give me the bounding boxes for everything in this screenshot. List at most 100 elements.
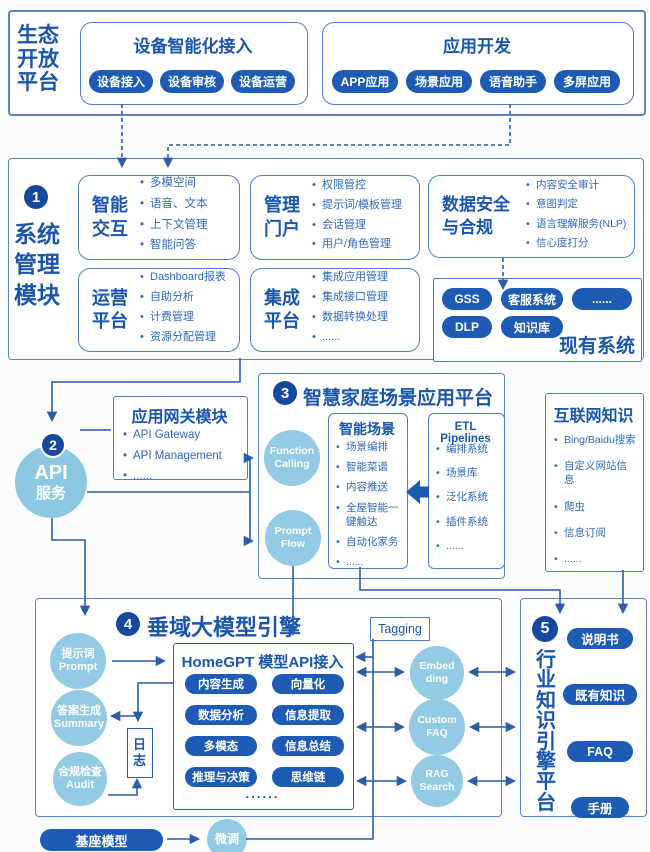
security-list: 内容安全审计 意图判定 语言理解服务(NLP) 信心度打分: [525, 178, 626, 255]
list-item: ......: [122, 469, 222, 485]
node-pill: 设备审核: [160, 70, 224, 93]
list-item: 泛化系统: [435, 490, 499, 504]
section5-number: 5: [532, 616, 558, 642]
list-item: 信心度打分: [525, 236, 626, 250]
audit-circle: 合规检查 Audit: [53, 752, 107, 806]
list-item: 计费管理: [139, 310, 226, 325]
list-item: 提示词/模板管理: [311, 198, 402, 213]
node-pill: APP应用: [332, 70, 398, 93]
node-pill: 多屏应用: [554, 70, 620, 93]
existing-row1: GSS 客服系统 ......: [442, 288, 632, 310]
list-item: 插件系统: [435, 515, 499, 529]
list-item: 爬虫: [553, 500, 637, 514]
tagging-label: Tagging: [378, 622, 422, 636]
node-pill: 既有知识: [563, 684, 637, 705]
api-service-line1: API: [34, 462, 68, 484]
node-pill: 信息提取: [272, 705, 344, 725]
existing-row2: DLP 知识库: [442, 316, 563, 338]
homegpt-title: HomeGPT 模型API接入: [181, 654, 344, 671]
list-item: 集成应用管理: [311, 270, 388, 285]
node-pill: 数据分析: [185, 705, 257, 725]
section4-title: 垂域大模型引擎: [147, 615, 302, 640]
node-pill: 说明书: [567, 628, 633, 649]
list-item: ......: [311, 330, 388, 345]
node-pill: 内容生成: [185, 674, 257, 694]
portal-box: 管理门户 权限管控 提示词/模板管理 会话管理 用户/角色管理: [250, 175, 420, 260]
integration-box: 集成平台 集成应用管理 集成接口管理 数据转换处理 ......: [250, 268, 420, 352]
list-item: 用户/角色管理: [311, 237, 402, 252]
node-pill: 手册: [571, 797, 629, 818]
ops-label: 运营平台: [92, 287, 128, 331]
interaction-label: 智能交互: [92, 195, 128, 239]
section3-number: 3: [273, 381, 297, 405]
finetune-circle: 微调: [207, 819, 247, 852]
node-pill: 场景应用: [406, 70, 472, 93]
list-item: API Gateway: [122, 428, 222, 444]
section3-title: 智慧家庭场景应用平台: [303, 388, 494, 409]
gateway-list: API Gateway API Management ......: [122, 428, 222, 490]
log-box: 日志: [127, 728, 153, 778]
node-pill: 推理与决策: [185, 767, 257, 787]
section4-number: 4: [116, 612, 140, 636]
node-pill: 设备运营: [231, 70, 295, 93]
node-pill: 设备接入: [89, 70, 153, 93]
circle-line: Function: [269, 445, 315, 458]
node-pill: 向量化: [272, 674, 344, 694]
list-item: 资源分配管理: [139, 330, 226, 345]
base-model-pill: 基座模型: [40, 829, 163, 851]
tagging-box: Tagging: [370, 617, 430, 641]
log-label: 日志: [133, 736, 147, 768]
function-calling-circle: Function Calling: [264, 430, 320, 486]
existing-systems-label: 现有系统: [558, 336, 635, 357]
api-service-circle: API 服务: [15, 446, 87, 518]
list-item: 智能问答: [139, 238, 208, 254]
circle-line: Search: [419, 781, 455, 793]
smart-scene-list: 场景编排 智能菜谱 内容推送 全屋智能一键触达 自动化家务 ......: [335, 440, 401, 574]
homegpt-pill-grid: 内容生成 向量化 数据分析 信息提取 多模态 信息总结 推理与决策 思维链: [185, 674, 344, 787]
custom-faq-circle: Custom FAQ: [409, 699, 465, 755]
list-item: 智能菜谱: [335, 460, 401, 474]
node-pill: ......: [572, 288, 632, 310]
rag-search-circle: RAG Search: [411, 755, 463, 807]
circle-line: 合规检查: [58, 765, 102, 778]
node-pill: FAQ: [567, 741, 633, 762]
list-item: 自定义网站信息: [553, 459, 637, 487]
list-item: ......: [553, 552, 637, 566]
section1-title: 系统管理模块: [14, 221, 60, 308]
circle-line: Audit: [65, 779, 95, 791]
device-pill-row: 设备接入 设备审核 设备运营: [89, 70, 295, 93]
app-pill-row: APP应用 场景应用 语音助手 多屏应用: [332, 70, 620, 93]
list-item: 语言理解服务(NLP): [525, 217, 626, 231]
node-pill: 思维链: [272, 767, 344, 787]
portal-label: 管理门户: [264, 195, 300, 239]
app-dev-title: 应用开发: [443, 37, 511, 56]
existing-systems-box: GSS 客服系统 ...... DLP 知识库 现有系统: [433, 278, 642, 362]
interaction-box: 智能交互 多模空间 语音、文本 上下文管理 智能问答: [78, 175, 240, 260]
circle-line: 微调: [214, 831, 239, 846]
internet-list: Bing/Baidu搜索 自定义网站信息 爬虫 信息订阅 ......: [553, 433, 637, 571]
list-item: 内容推送: [335, 480, 401, 494]
list-item: ......: [435, 539, 499, 553]
node-pill: 客服系统: [501, 288, 563, 310]
circle-line: Custom: [417, 714, 457, 727]
list-item: 场景库: [435, 466, 499, 480]
prompt-flow-circle: Prompt Flow: [265, 510, 321, 566]
list-item: 信息订阅: [553, 526, 637, 540]
circle-line: 提示词: [61, 647, 95, 660]
circle-line: FAQ: [426, 727, 448, 739]
list-item: 场景编排: [335, 440, 401, 454]
node-pill: 信息总结: [272, 736, 344, 756]
list-item: Dashboard报表: [139, 270, 226, 285]
node-pill: 语音助手: [480, 70, 546, 93]
portal-list: 权限管控 提示词/模板管理 会话管理 用户/角色管理: [311, 178, 402, 257]
interaction-list: 多模空间 语音、文本 上下文管理 智能问答: [139, 176, 208, 258]
section2-number: 2: [40, 432, 66, 458]
section5-title: 行业知识引擎平台: [536, 649, 556, 814]
list-item: 权限管控: [311, 178, 402, 193]
list-item: 内容安全审计: [525, 178, 626, 192]
circle-line: Embed: [419, 660, 455, 673]
list-item: 多模空间: [139, 176, 208, 192]
list-item: 自助分析: [139, 290, 226, 305]
circle-line: Prompt: [274, 525, 312, 538]
